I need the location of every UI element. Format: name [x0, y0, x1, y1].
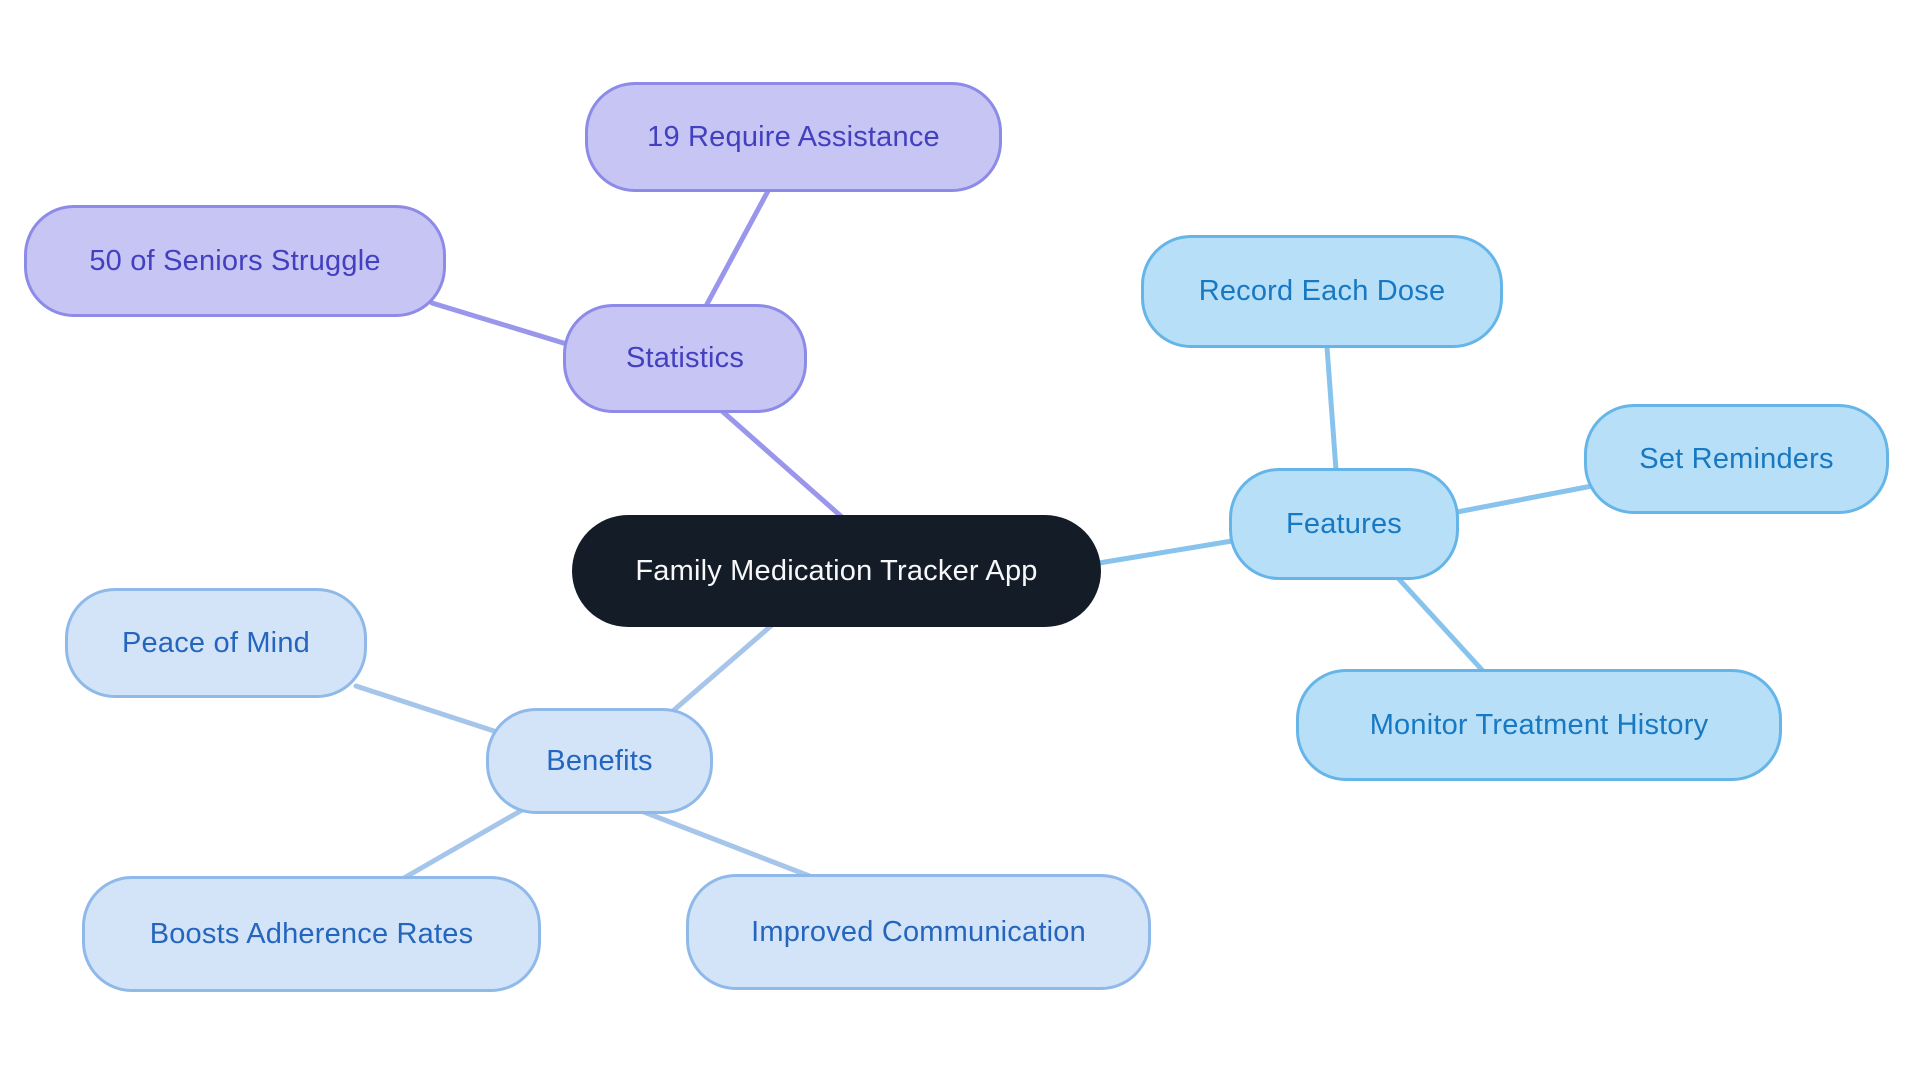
node-monitor-treatment-history-label: Monitor Treatment History	[1369, 708, 1709, 741]
node-improved-communication[interactable]: Improved Communication	[686, 874, 1151, 990]
node-features[interactable]: Features	[1229, 468, 1459, 580]
node-improved-communication-label: Improved Communication	[751, 915, 1086, 948]
node-record-each-dose[interactable]: Record Each Dose	[1141, 235, 1503, 348]
node-record-each-dose-label: Record Each Dose	[1198, 275, 1446, 307]
node-monitor-treatment-history[interactable]: Monitor Treatment History	[1296, 669, 1782, 781]
edge-benefits-boosts	[401, 799, 539, 881]
edge-benefits-improved	[641, 809, 815, 880]
edge-features-record	[1324, 344, 1339, 473]
node-statistics[interactable]: Statistics	[563, 304, 807, 413]
node-statistics-label: Statistics	[625, 342, 745, 374]
node-require-assistance-label: 19 Require Assistance	[647, 120, 940, 153]
node-peace-of-mind[interactable]: Peace of Mind	[65, 588, 367, 698]
edge-root-benefits	[671, 622, 775, 713]
edge-root-features	[1096, 538, 1235, 566]
node-seniors-struggle[interactable]: 50 of Seniors Struggle	[24, 205, 446, 317]
node-require-assistance[interactable]: 19 Require Assistance	[585, 82, 1002, 192]
edge-statistics-seniors	[429, 300, 573, 348]
node-root-label: Family Medication Tracker App	[635, 554, 1038, 587]
edge-statistics-assist	[703, 188, 771, 309]
edge-benefits-peace	[353, 683, 497, 734]
node-benefits-label: Benefits	[546, 744, 653, 777]
node-set-reminders[interactable]: Set Reminders	[1584, 404, 1889, 514]
node-peace-of-mind-label: Peace of Mind	[122, 626, 310, 659]
node-set-reminders-label: Set Reminders	[1639, 442, 1834, 475]
node-root-family-medication-tracker-app[interactable]: Family Medication Tracker App	[572, 515, 1101, 627]
node-benefits[interactable]: Benefits	[486, 708, 713, 814]
edge-features-monitor	[1395, 575, 1486, 674]
edge-features-remind	[1454, 483, 1595, 515]
node-features-label: Features	[1285, 507, 1403, 540]
node-seniors-struggle-label: 50 of Seniors Struggle	[89, 244, 381, 277]
node-boosts-adherence-rates[interactable]: Boosts Adherence Rates	[82, 876, 541, 992]
node-boosts-adherence-rates-label: Boosts Adherence Rates	[149, 917, 474, 950]
edge-root-statistics	[719, 408, 846, 521]
